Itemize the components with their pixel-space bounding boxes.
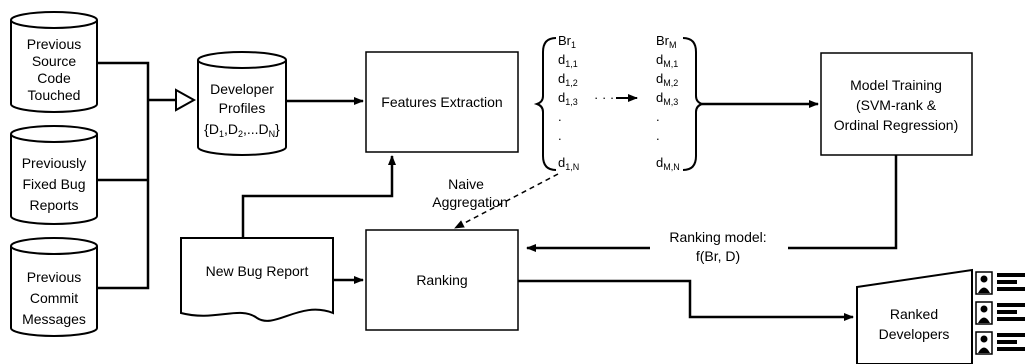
matrix-column-first: Br1 d1,1 d1,2 d1,3.. d1,N [558, 33, 579, 172]
source-code-line-4: Touched [28, 87, 81, 103]
matrix-cell-first-4: . [558, 109, 562, 124]
matrix-ellipsis: · · · · [594, 90, 622, 105]
cylinder-bug-reports: Previously Fixed Bug Reports [10, 125, 98, 225]
matrix-right-brace [682, 37, 706, 171]
model-training-line-3: Ordinal Regression) [834, 117, 959, 133]
features-extraction-box [365, 51, 519, 153]
ranking-to-output-arrow [518, 279, 854, 321]
matrix-cell-last-0: BrM [656, 33, 677, 50]
matrix-left-brace [533, 37, 557, 171]
ranked-developers-line-2: Developers [879, 326, 950, 342]
developer-profiles-cylinder: Developer Profiles {D1,D2,...DN} [197, 51, 287, 156]
matrix-cell-first-5: . [558, 128, 562, 143]
matrix-cell-first-2: d1,2 [558, 71, 578, 88]
profiles-line-1: Developer [210, 81, 274, 97]
ranking-model-label-line-1: Ranking model: [669, 229, 766, 245]
matrix-cell-last-1: dM,1 [656, 52, 678, 69]
bug-reports-line-1: Previously [22, 155, 87, 171]
matrix-column-last: BrM dM,1 dM,2 dM,3.. dM,N [656, 33, 680, 172]
developer-icon [975, 271, 1025, 295]
ranking-label: Ranking [416, 272, 467, 288]
developer-icon [975, 331, 1025, 355]
developer-icon [975, 301, 1025, 325]
new-bug-report-document [180, 237, 334, 322]
model-training-line-2: (SVM-rank & [856, 97, 937, 113]
cylinder-source-code: Previous Source Code Touched [10, 11, 98, 113]
ranked-developers-shape [856, 268, 973, 364]
commits-line-2: Commit [30, 290, 78, 306]
matrix-cell-last-3: dM,3 [656, 90, 678, 107]
ranking-model-label-bg [650, 225, 788, 265]
source-code-line-2: Source [32, 53, 77, 69]
ranked-developers-line-1: Ranked [890, 306, 938, 322]
ranked-developer-icons [975, 271, 1025, 355]
model-training-box [820, 52, 973, 156]
matrix-cell-last-5: . [656, 128, 660, 143]
matrix-cell-last-4: . [656, 109, 660, 124]
model-training-line-1: Model Training [850, 77, 942, 93]
matrix-cell-first-1: d1,1 [558, 52, 578, 69]
source-code-line-1: Previous [27, 36, 81, 52]
merge-connector [97, 61, 197, 290]
naive-aggregation-line-2: Aggregation [432, 194, 508, 210]
matrix-cell-last-2: dM,2 [656, 71, 678, 88]
matrix-cell-first-6: d1,N [558, 155, 579, 172]
naive-aggregation-arrow [454, 173, 559, 229]
commits-line-1: Previous [27, 269, 81, 285]
new-bug-report-label: New Bug Report [206, 263, 309, 279]
matrix-cell-last-6: dM,N [656, 155, 680, 172]
features-extraction-label: Features Extraction [381, 94, 502, 110]
naive-aggregation-line-1: Naive [448, 176, 484, 192]
bug-reports-line-3: Reports [29, 197, 78, 213]
matrix-cell-first-0: Br1 [558, 33, 576, 50]
matrix-cell-first-3: d1,3 [558, 90, 578, 107]
profiles-line-2: Profiles [219, 100, 266, 116]
ranking-model-label-line-2: f(Br, D) [696, 248, 740, 264]
profiles-set: {D1,D2,...DN} [204, 121, 280, 139]
bug-report-to-features-arrow [241, 155, 396, 238]
bug-reports-line-2: Fixed Bug [22, 176, 85, 192]
commits-line-3: Messages [22, 311, 86, 327]
source-code-line-3: Code [37, 70, 71, 86]
cylinder-commits: Previous Commit Messages [10, 237, 98, 337]
